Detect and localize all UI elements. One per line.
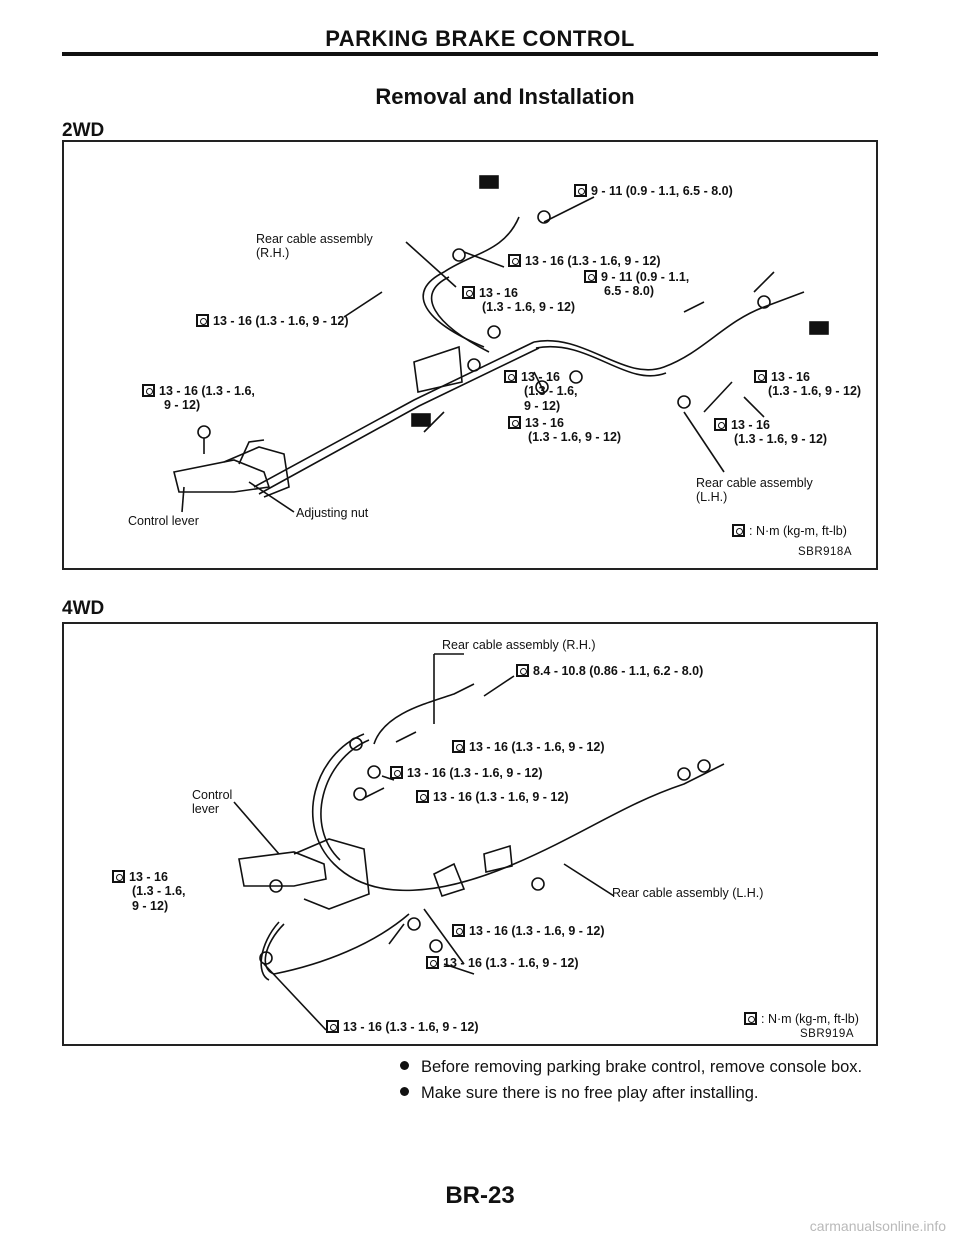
- torque-callout-8: 13 - 16 (1.3 - 1.6, 9 - 12): [326, 1020, 479, 1034]
- diagram-panel-2wd: 9 - 11 (0.9 - 1.1, 6.5 - 8.0) Rear cable…: [62, 140, 878, 570]
- torque-callout-3: 9 - 11 (0.9 - 1.1,6.5 - 8.0): [584, 270, 689, 299]
- torque-wrench-icon: [426, 956, 439, 969]
- torque-callout-6: 13 - 16 (1.3 - 1.6, 9 - 12): [452, 924, 605, 938]
- page-header-title: PARKING BRAKE CONTROL: [325, 26, 635, 51]
- notes-list: Before removing parking brake control, r…: [400, 1058, 862, 1110]
- cable-diagram-2wd: [173, 175, 829, 513]
- note-item: Before removing parking brake control, r…: [400, 1058, 862, 1077]
- control-lever-label: Control lever: [128, 514, 199, 528]
- rear-cable-lh-label: Rear cable assembly (L.H.): [612, 886, 764, 900]
- torque-wrench-icon: [516, 664, 529, 677]
- torque-wrench-icon: [504, 370, 517, 383]
- torque-callout-4: 13 - 16 (1.3 - 1.6, 9 - 12): [416, 790, 569, 804]
- section-title: Removal and Installation: [375, 84, 635, 109]
- torque-wrench-icon: [744, 1012, 757, 1025]
- torque-wrench-icon: [714, 418, 727, 431]
- bullet-icon: [400, 1087, 409, 1096]
- page-number: BR-23: [445, 1182, 515, 1209]
- adjusting-nut-label: Adjusting nut: [296, 506, 369, 520]
- torque-wrench-icon: [508, 416, 521, 429]
- torque-wrench-icon: [508, 254, 521, 267]
- torque-callout-2: 13 - 16 (1.3 - 1.6, 9 - 12): [452, 740, 605, 754]
- torque-callout-4: 13 - 16(1.3 - 1.6, 9 - 12): [462, 286, 575, 315]
- torque-callout-5: 13 - 16(1.3 - 1.6,9 - 12): [112, 870, 186, 913]
- torque-wrench-icon: [452, 740, 465, 753]
- torque-wrench-icon: [584, 270, 597, 283]
- torque-wrench-icon: [732, 524, 745, 537]
- torque-wrench-icon: [112, 870, 125, 883]
- diagram-panel-4wd: Rear cable assembly (R.H.) 8.4 - 10.8 (0…: [62, 622, 878, 1046]
- torque-callout-7: 13 - 16(1.3 - 1.6,9 - 12): [504, 370, 578, 413]
- torque-callout-1: 9 - 11 (0.9 - 1.1, 6.5 - 8.0): [574, 184, 733, 198]
- torque-callout-2: 13 - 16 (1.3 - 1.6, 9 - 12): [508, 254, 661, 268]
- torque-legend: : N·m (kg-m, ft-lb): [744, 1012, 859, 1026]
- watermark: carmanualsonline.info: [809, 1218, 946, 1234]
- torque-wrench-icon: [142, 384, 155, 397]
- torque-legend: : N·m (kg-m, ft-lb): [732, 524, 847, 538]
- torque-callout-7: 13 - 16 (1.3 - 1.6, 9 - 12): [426, 956, 579, 970]
- torque-wrench-icon: [452, 924, 465, 937]
- bullet-icon: [400, 1061, 409, 1070]
- torque-callout-5: 13 - 16 (1.3 - 1.6, 9 - 12): [196, 314, 349, 328]
- torque-wrench-icon: [574, 184, 587, 197]
- torque-wrench-icon: [326, 1020, 339, 1033]
- rear-cable-rh-label: Rear cable assembly(R.H.): [256, 232, 373, 261]
- figure-code: SBR919A: [800, 1028, 855, 1040]
- torque-callout-1: 8.4 - 10.8 (0.86 - 1.1, 6.2 - 8.0): [516, 664, 703, 678]
- torque-wrench-icon: [416, 790, 429, 803]
- torque-callout-10: 13 - 16(1.3 - 1.6, 9 - 12): [714, 418, 827, 447]
- torque-callout-6: 13 - 16 (1.3 - 1.6,9 - 12): [142, 384, 255, 413]
- rear-cable-rh-label: Rear cable assembly (R.H.): [442, 638, 596, 652]
- variant-label-4wd: 4WD: [62, 598, 105, 619]
- torque-wrench-icon: [196, 314, 209, 327]
- torque-callout-9: 13 - 16(1.3 - 1.6, 9 - 12): [754, 370, 861, 399]
- variant-label-2wd: 2WD: [62, 120, 105, 141]
- cable-diagram-4wd: [233, 653, 725, 1031]
- torque-callout-3: 13 - 16 (1.3 - 1.6, 9 - 12): [390, 766, 543, 780]
- torque-wrench-icon: [754, 370, 767, 383]
- rear-cable-lh-label: Rear cable assembly(L.H.): [696, 476, 813, 505]
- torque-wrench-icon: [390, 766, 403, 779]
- header-rule: [62, 52, 878, 56]
- figure-code: SBR918A: [798, 546, 853, 558]
- torque-callout-8: 13 - 16(1.3 - 1.6, 9 - 12): [508, 416, 621, 445]
- note-item: Make sure there is no free play after in…: [400, 1084, 862, 1103]
- torque-wrench-icon: [462, 286, 475, 299]
